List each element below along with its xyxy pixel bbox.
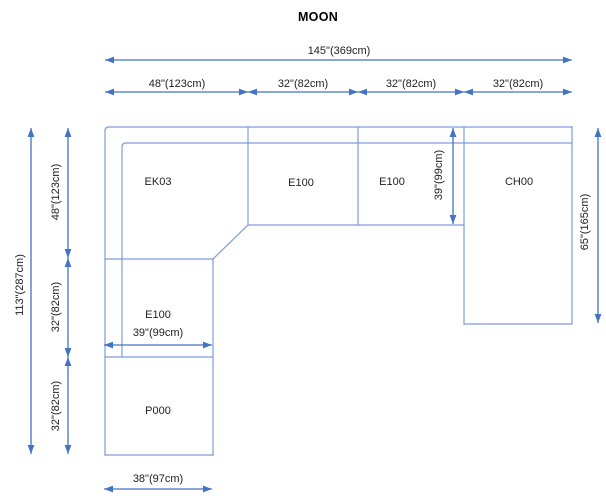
dim-label-total-height: 113"(287cm) — [14, 254, 26, 316]
module-label-chaise: CH00 — [504, 176, 534, 188]
dim-label-total-width: 145"(369cm) — [307, 45, 371, 57]
module-label-top-seat-1: E100 — [288, 177, 314, 189]
dim-label-top-segment-1: 48"(123cm) — [148, 78, 206, 90]
module-label-top-seat-2: E100 — [379, 176, 405, 188]
sofa-outline — [104, 126, 573, 456]
outline-backrest-inner — [121, 142, 573, 358]
dim-label-top-segment-4: 32"(82cm) — [492, 78, 544, 90]
dim-label-left-segment-1: 48"(123cm) — [50, 163, 62, 221]
module-label-left-seat: E100 — [145, 309, 171, 321]
dim-label-bottom-width: 38"(97cm) — [132, 473, 184, 485]
dim-label-right-height: 65"(165cm) — [579, 193, 591, 251]
dim-label-top-segment-2: 32"(82cm) — [277, 78, 329, 90]
diagram-title: MOON — [297, 10, 339, 24]
outline-corner-diagonal — [212, 224, 249, 260]
dim-label-left-segment-3: 32"(82cm) — [50, 380, 62, 432]
dim-label-top-segment-3: 32"(82cm) — [385, 78, 437, 90]
module-label-corner: EK03 — [144, 176, 172, 188]
dim-label-left-seat-width: 39"(99cm) — [132, 327, 184, 339]
dimension-lines — [27, 56, 602, 493]
module-label-pouf: P000 — [145, 405, 171, 417]
outline-outer-top-left — [104, 126, 573, 456]
